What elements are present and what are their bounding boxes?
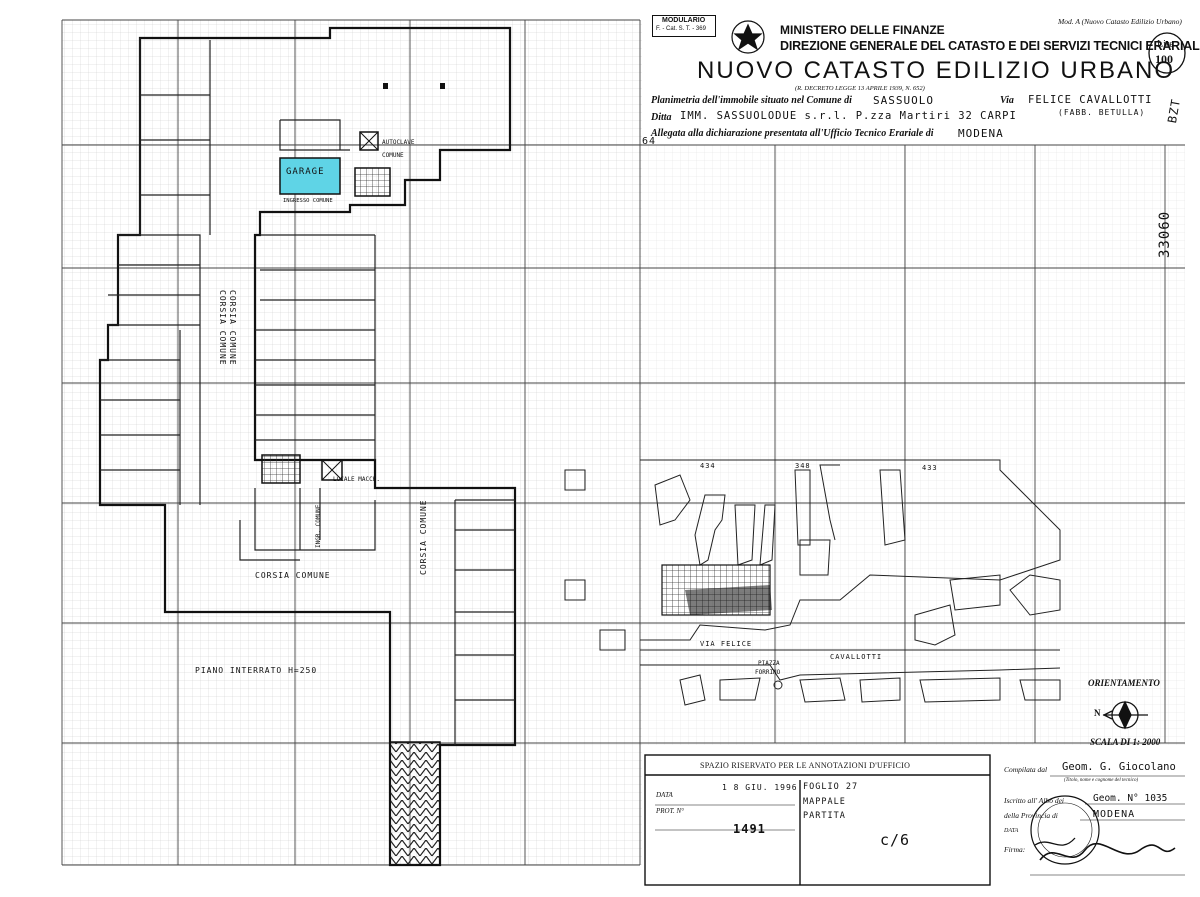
form-line3-label: Allegata alla dichiarazione presentata a…: [651, 128, 934, 139]
margin-number: 64: [642, 136, 657, 147]
form-via-label: Via: [1000, 95, 1014, 106]
compiler-name: Geom. G. Giocolano: [1062, 761, 1176, 773]
floor-level-label: PIANO INTERRATO H=250: [195, 666, 318, 675]
signature: [1039, 842, 1176, 861]
form-line2-value: IMM. SASSUOLODUE s.r.l. P.zza Martiri 32…: [680, 110, 1017, 122]
ingresso-comune-label: INGRESSO COMUNE: [283, 198, 333, 204]
official-seal: [1030, 795, 1100, 865]
form-line1-value: SASSUOLO: [873, 94, 934, 107]
street-via-felice: VIA FELICE: [700, 640, 753, 648]
office-date-value: 1 8 GIU. 1996: [722, 783, 798, 792]
autoclave-label: AUTOCLAVE: [382, 139, 415, 146]
office-heading: SPAZIO RISERVATO PER LE ANNOTAZIONI D'UF…: [700, 761, 911, 770]
scale-label: SCALA DI 1: 2000: [1090, 737, 1161, 747]
corsia-comune-label-1: CORSIA COMUNE: [218, 290, 227, 366]
provincia-label: della Provincia di: [1004, 811, 1058, 820]
lift-mid: [321, 459, 343, 481]
parcel-348: 348: [795, 462, 811, 470]
corsia-comune-label-4: CORSIA COMUNE: [419, 499, 428, 575]
vertical-number: 33060: [1157, 210, 1173, 258]
form-building-name: (FABB. BETULLA): [1058, 108, 1146, 117]
corsia-comune-label-2: CORSIA COMUNE: [228, 290, 237, 366]
comune-label: COMUNE: [382, 152, 404, 159]
office-partita: PARTITA: [803, 811, 846, 821]
office-date-label: DATA: [656, 791, 673, 799]
iscritto-label: Iscritto all' Albo dei: [1004, 796, 1065, 805]
office-category: c/6: [880, 831, 911, 849]
north-arrow-icon: [1102, 700, 1148, 730]
compiler-label: Compilata dal: [1004, 765, 1048, 774]
locale-macchine-label: LOCALE MACCH.: [333, 476, 380, 483]
parcel-434: 434: [700, 462, 716, 470]
model-ref: Mod. A (Nuovo Catasto Edilizio Urbano): [1058, 17, 1182, 26]
street-cavallotti: CAVALLOTTI: [830, 653, 883, 661]
decree-note: (R. DECRETO LEGGE 13 APRILE 1939, N. 652…: [795, 85, 925, 92]
provincia-value: MODENA: [1093, 809, 1136, 820]
corsia-comune-label-3: CORSIA COMUNE: [255, 571, 331, 580]
stair-mid: [261, 454, 301, 484]
fine-grid-right: [640, 145, 1185, 745]
stair-top: [354, 167, 391, 197]
north-label: N: [1094, 708, 1101, 718]
direction-name: DIREZIONE GENERALE DEL CATASTO E DEI SER…: [780, 39, 1200, 53]
orientation-label: ORIENTAMENTO: [1088, 678, 1160, 688]
modulario-box: [652, 15, 716, 37]
ingr-comune-label: INGR. COMUNE: [315, 504, 322, 548]
compiler-subnote: (Titolo, nome e cognome del tecnico): [1064, 778, 1139, 783]
iscritto-value: Geom. N° 1035: [1093, 793, 1168, 804]
fine-grid: [62, 20, 642, 865]
stamp-value: 100: [1155, 52, 1173, 66]
page-title: NUOVO CATASTO EDILIZIO URBANO: [697, 57, 1176, 84]
parcel-433: 433: [922, 464, 938, 472]
office-prot-label: PROT. N°: [656, 807, 684, 815]
garage-unit-highlight: [279, 157, 341, 195]
state-emblem-icon: [731, 20, 765, 54]
location-map: [564, 459, 1061, 706]
signature-label: Firma:: [1004, 845, 1026, 854]
form-line1-label: Planimetria dell'immobile situato nel Co…: [651, 95, 852, 106]
lire-stamp: [1148, 32, 1186, 74]
ministry-name: MINISTERO DELLE FINANZE: [780, 23, 945, 37]
ramp: [389, 741, 441, 866]
floor-plan-details: [100, 38, 515, 745]
office-mappale: MAPPALE: [803, 797, 846, 807]
square-forrino: FORRINO: [755, 669, 781, 676]
compiler-block-lines: [1030, 775, 1185, 876]
office-foglio: FOGLIO 27: [803, 782, 859, 792]
modulario-code: F. - Cat. S. T. - 369: [656, 26, 706, 32]
office-prot-value: 1491: [733, 822, 766, 836]
form-line3-value: MODENA: [958, 127, 1004, 140]
lift-top: [359, 131, 379, 151]
form-line2-label: Ditta: [651, 112, 672, 123]
column-marks: [383, 83, 445, 89]
modulario-label: MODULARIO: [662, 17, 706, 24]
square-piazza: PIAZZA: [758, 660, 780, 667]
form-via-value: FELICE CAVALLOTTI: [1028, 94, 1153, 106]
office-table-lines: [644, 754, 991, 886]
garage-label: GARAGE: [286, 167, 325, 177]
map-building-dark: [685, 585, 772, 615]
stamp-label: Lire: [1157, 39, 1174, 50]
compiler-date-label: DATA: [1004, 828, 1019, 834]
